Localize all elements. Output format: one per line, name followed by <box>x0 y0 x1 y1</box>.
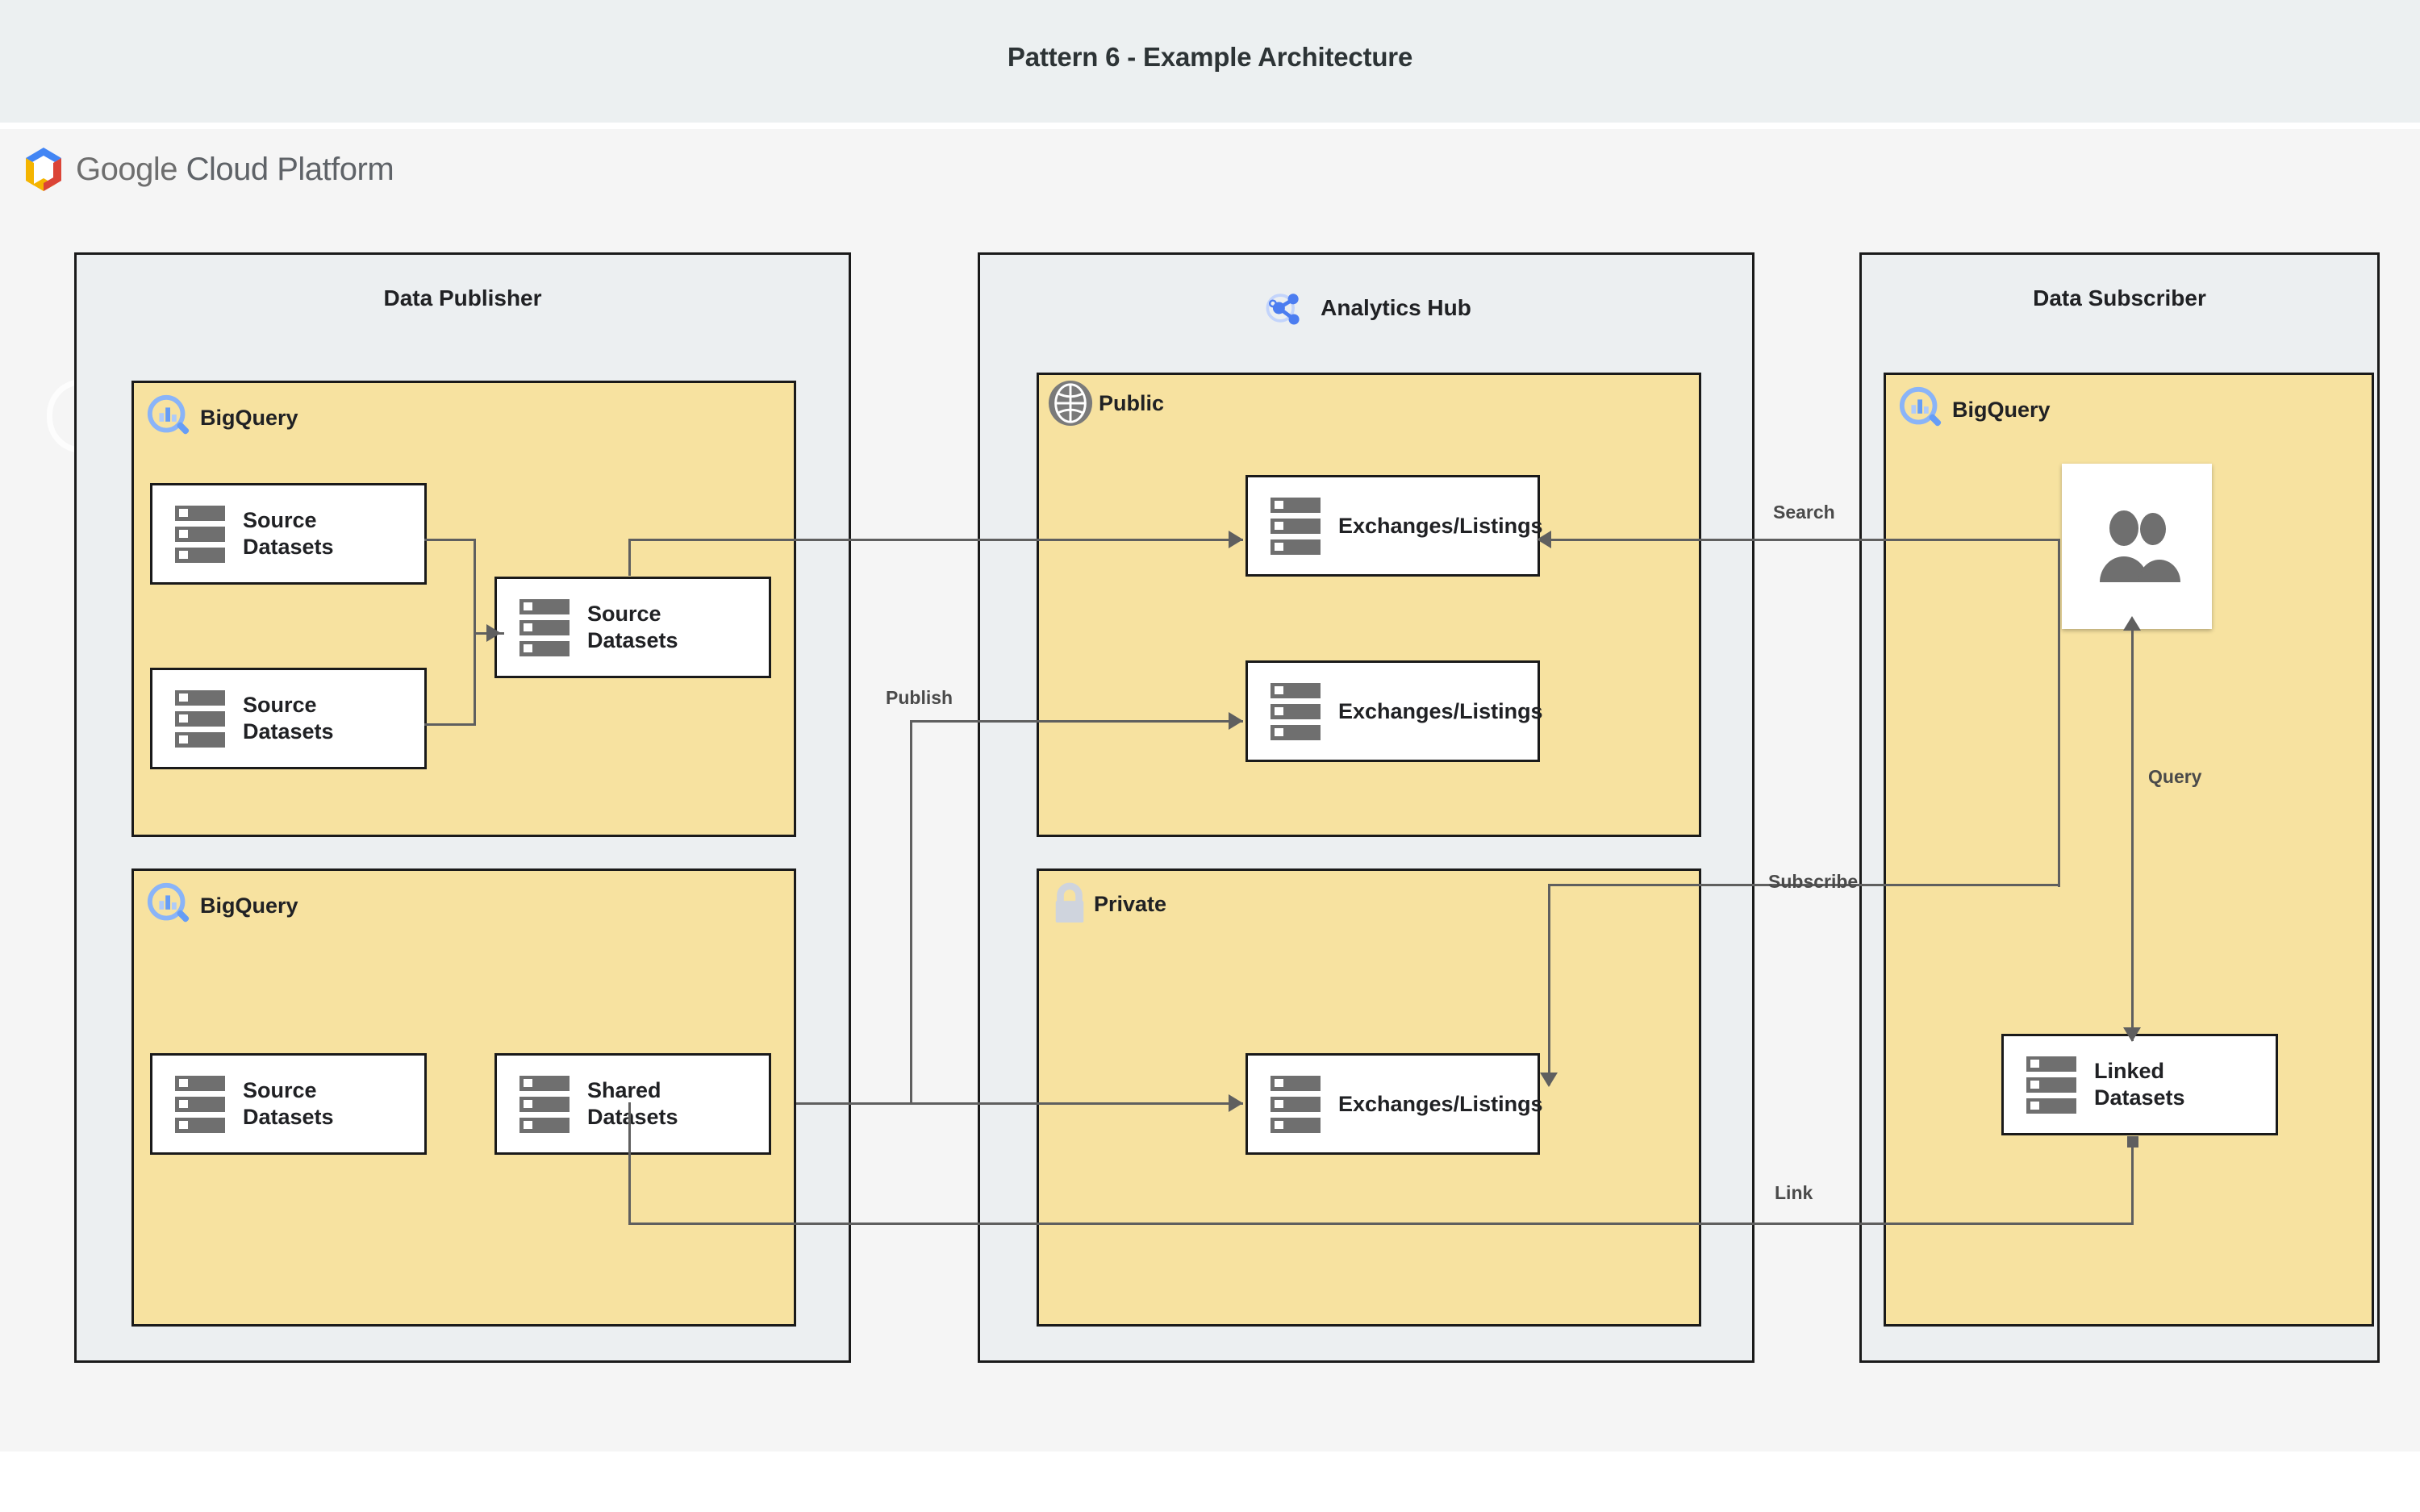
node-exchanges-listings-1[interactable]: Exchanges/Listings <box>1245 475 1543 577</box>
arrow-search-into-listing-1 <box>1537 531 1551 548</box>
arrow-query-into-users <box>2123 616 2141 631</box>
zone-title-data-subscriber: Data Subscriber <box>2033 285 2206 310</box>
gcp-word-google: Google <box>76 151 177 187</box>
arrow-into-listing-1 <box>1229 531 1243 548</box>
node-label: Source Datasets <box>587 602 678 652</box>
wire-src2-out <box>424 723 476 726</box>
group-label-bigquery-bottom: BigQuery <box>200 893 298 918</box>
arrow-into-listing-3 <box>1229 1094 1243 1112</box>
dataset-icon <box>175 1075 225 1133</box>
node-source-datasets-3[interactable]: Source Datasets <box>494 577 771 678</box>
gcp-wordmark: Google Cloud Platform <box>76 152 394 188</box>
wire-shared-down <box>628 1102 631 1223</box>
wire-shared-to-private <box>796 1102 1243 1105</box>
wire-link-connector-dot <box>2127 1136 2138 1148</box>
wire-link-up-to-linked <box>2131 1146 2134 1223</box>
wire-label-query: Query <box>2148 766 2202 787</box>
title-band: Pattern 6 - Example Architecture <box>0 0 2420 123</box>
wire-label-subscribe: Subscribe <box>1768 871 1859 892</box>
node-label: Source Datasets <box>243 693 334 744</box>
group-bigquery-publisher-top: BigQuery Source Datasets Source Datasets… <box>131 381 796 837</box>
zone-title-analytics-hub: Analytics Hub <box>980 285 1752 331</box>
arrow-subscribe-into-listing-3 <box>1540 1073 1558 1087</box>
dataset-icon <box>519 598 570 656</box>
wire-label-search: Search <box>1773 502 1835 523</box>
page-title: Pattern 6 - Example Architecture <box>1007 42 1413 72</box>
wire-subscribe-horizontal <box>1548 884 2058 886</box>
node-label: Exchanges/Listings <box>1338 1091 1543 1116</box>
lock-icon <box>1055 882 1084 923</box>
group-head-private: Private <box>1050 882 1166 926</box>
group-private: Private Exchanges/Listings <box>1037 868 1701 1327</box>
wire-src2-up <box>474 633 476 726</box>
arrow-into-listing-2 <box>1229 712 1243 730</box>
wire-publish-trunk <box>910 720 912 1103</box>
dataset-icon <box>175 505 225 563</box>
google-cloud-platform-logo: Google Cloud Platform <box>23 147 394 192</box>
bigquery-icon <box>147 882 190 923</box>
group-bigquery-subscriber: BigQuery Linked Datasets <box>1884 373 2374 1327</box>
wire-src1-out <box>424 539 476 541</box>
users-icon <box>2100 510 2180 582</box>
wire-label-publish: Publish <box>886 687 953 708</box>
wire-label-link: Link <box>1775 1182 1813 1203</box>
node-subscriber-users[interactable] <box>2062 464 2212 629</box>
group-head-bigquery-top: BigQuery <box>145 393 298 443</box>
wire-src3-right <box>628 539 1243 541</box>
bigquery-icon <box>147 394 190 435</box>
wire-src3-up <box>628 539 631 576</box>
gcp-hexagon-icon <box>26 148 61 191</box>
wire-subscribe-down <box>1548 884 1550 1085</box>
node-label: Linked Datasets <box>2094 1059 2185 1110</box>
node-exchanges-listings-3[interactable]: Exchanges/Listings <box>1245 1053 1543 1155</box>
dataset-icon <box>1270 1075 1321 1133</box>
zone-title-data-publisher: Data Publisher <box>383 285 542 310</box>
wire-publish-to-listing-2 <box>910 720 1243 723</box>
node-linked-datasets[interactable]: Linked Datasets <box>2001 1034 2278 1135</box>
dataset-icon <box>175 689 225 748</box>
node-label: Source Datasets <box>243 508 334 559</box>
group-head-public: Public <box>1047 380 1164 427</box>
node-label: Exchanges/Listings <box>1338 513 1543 538</box>
node-shared-datasets[interactable]: Shared Datasets <box>494 1053 771 1155</box>
analytics-hub-icon <box>1266 294 1300 325</box>
node-source-datasets-1[interactable]: Source Datasets <box>150 483 427 585</box>
arrow-into-src3 <box>486 624 501 642</box>
group-head-bigquery-subscriber: BigQuery <box>1897 385 2051 435</box>
node-source-datasets-4[interactable]: Source Datasets <box>150 1053 427 1155</box>
dataset-icon <box>1270 497 1321 555</box>
wire-src1-down <box>474 539 476 633</box>
globe-icon <box>1048 380 1093 427</box>
group-head-bigquery-bottom: BigQuery <box>145 881 298 931</box>
node-exchanges-listings-2[interactable]: Exchanges/Listings <box>1245 660 1543 762</box>
zone-label-analytics-hub: Analytics Hub <box>1321 295 1471 320</box>
node-label: Source Datasets <box>243 1078 334 1129</box>
dataset-icon <box>519 1075 570 1133</box>
group-public: Public Exchanges/Listings Exchanges/List… <box>1037 373 1701 837</box>
dataset-icon <box>1270 682 1321 740</box>
gcp-word-cloud-platform: Cloud Platform <box>186 151 394 187</box>
node-source-datasets-2[interactable]: Source Datasets <box>150 668 427 769</box>
wire-search-down <box>2058 539 2060 887</box>
group-bigquery-publisher-bottom: BigQuery Source Datasets Shared Datasets <box>131 868 796 1327</box>
group-label-bigquery-subscriber: BigQuery <box>1952 397 2051 422</box>
group-label-bigquery-top: BigQuery <box>200 405 298 430</box>
group-label-private: Private <box>1094 891 1167 916</box>
bigquery-icon <box>1899 386 1942 427</box>
wire-query-up <box>2131 625 2134 1041</box>
wire-search-horizontal <box>1551 539 2059 541</box>
arrow-query-into-linked <box>2123 1027 2141 1042</box>
dataset-icon <box>2026 1056 2076 1114</box>
wire-link-horizontal <box>628 1223 2134 1225</box>
node-label: Shared Datasets <box>587 1078 678 1129</box>
group-label-public: Public <box>1099 390 1165 415</box>
node-label: Exchanges/Listings <box>1338 698 1543 723</box>
